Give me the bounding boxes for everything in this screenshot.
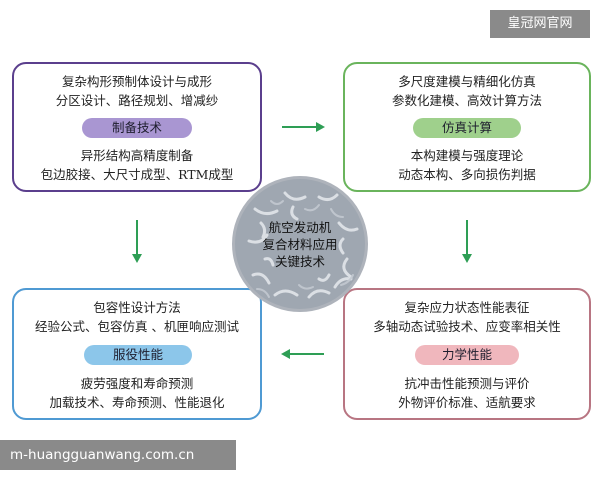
center-label-line: 航空发动机 [235, 219, 365, 236]
quadrant-line: 外物评价标准、适航要求 [345, 395, 589, 411]
quadrant-line: 分区设计、路径规划、增减纱 [14, 93, 260, 109]
quadrant-line: 复杂应力状态性能表征 [345, 300, 589, 316]
quadrant-line: 包边胶接、大尺寸成型、RTM成型 [14, 167, 260, 183]
quadrant-line: 参数化建模、高效计算方法 [345, 93, 589, 109]
arrow-down-icon [130, 218, 144, 264]
quadrant-line: 动态本构、多向损伤判据 [345, 167, 589, 183]
center-label-line: 关键技术 [235, 253, 365, 270]
quadrant-line: 本构建模与强度理论 [345, 148, 589, 164]
quadrant-line: 复杂构形预制体设计与成形 [14, 74, 260, 90]
arrow-right-icon [280, 120, 326, 134]
quadrant-title-pill: 仿真计算 [413, 118, 521, 138]
quadrant-line: 疲劳强度和寿命预测 [14, 376, 260, 392]
arrow-left-icon [280, 347, 326, 361]
quadrant-service-performance: 包容性设计方法 经验公式、包容仿真 、机匣响应测试 服役性能 疲劳强度和寿命预测… [12, 288, 262, 420]
quadrant-line: 多轴动态试验技术、应变率相关性 [345, 319, 589, 335]
quadrant-title-pill: 力学性能 [415, 345, 519, 365]
center-label: 航空发动机 复合材料应用 关键技术 [235, 219, 365, 270]
quadrant-line: 加载技术、寿命预测、性能退化 [14, 395, 260, 411]
quadrant-title-pill: 制备技术 [82, 118, 192, 138]
quadrant-line: 经验公式、包容仿真 、机匣响应测试 [14, 319, 260, 335]
quadrant-line: 多尺度建模与精细化仿真 [345, 74, 589, 90]
arrow-down-icon [460, 218, 474, 264]
center-label-line: 复合材料应用 [235, 236, 365, 253]
quadrant-line: 异形结构高精度制备 [14, 148, 260, 164]
quadrant-simulation-computation: 多尺度建模与精细化仿真 参数化建模、高效计算方法 仿真计算 本构建模与强度理论 … [343, 62, 591, 192]
center-circle: 航空发动机 复合材料应用 关键技术 [232, 176, 368, 312]
quadrant-mechanical-performance: 复杂应力状态性能表征 多轴动态试验技术、应变率相关性 力学性能 抗冲击性能预测与… [343, 288, 591, 420]
quadrant-line: 抗冲击性能预测与评价 [345, 376, 589, 392]
watermark-tag: 皇冠网官网 [490, 10, 590, 38]
quadrant-line: 包容性设计方法 [14, 300, 260, 316]
site-url-banner[interactable]: m-huangguanwang.com.cn [0, 440, 236, 470]
quadrant-title-pill: 服役性能 [84, 345, 192, 365]
quadrant-preparation-technology: 复杂构形预制体设计与成形 分区设计、路径规划、增减纱 制备技术 异形结构高精度制… [12, 62, 262, 192]
